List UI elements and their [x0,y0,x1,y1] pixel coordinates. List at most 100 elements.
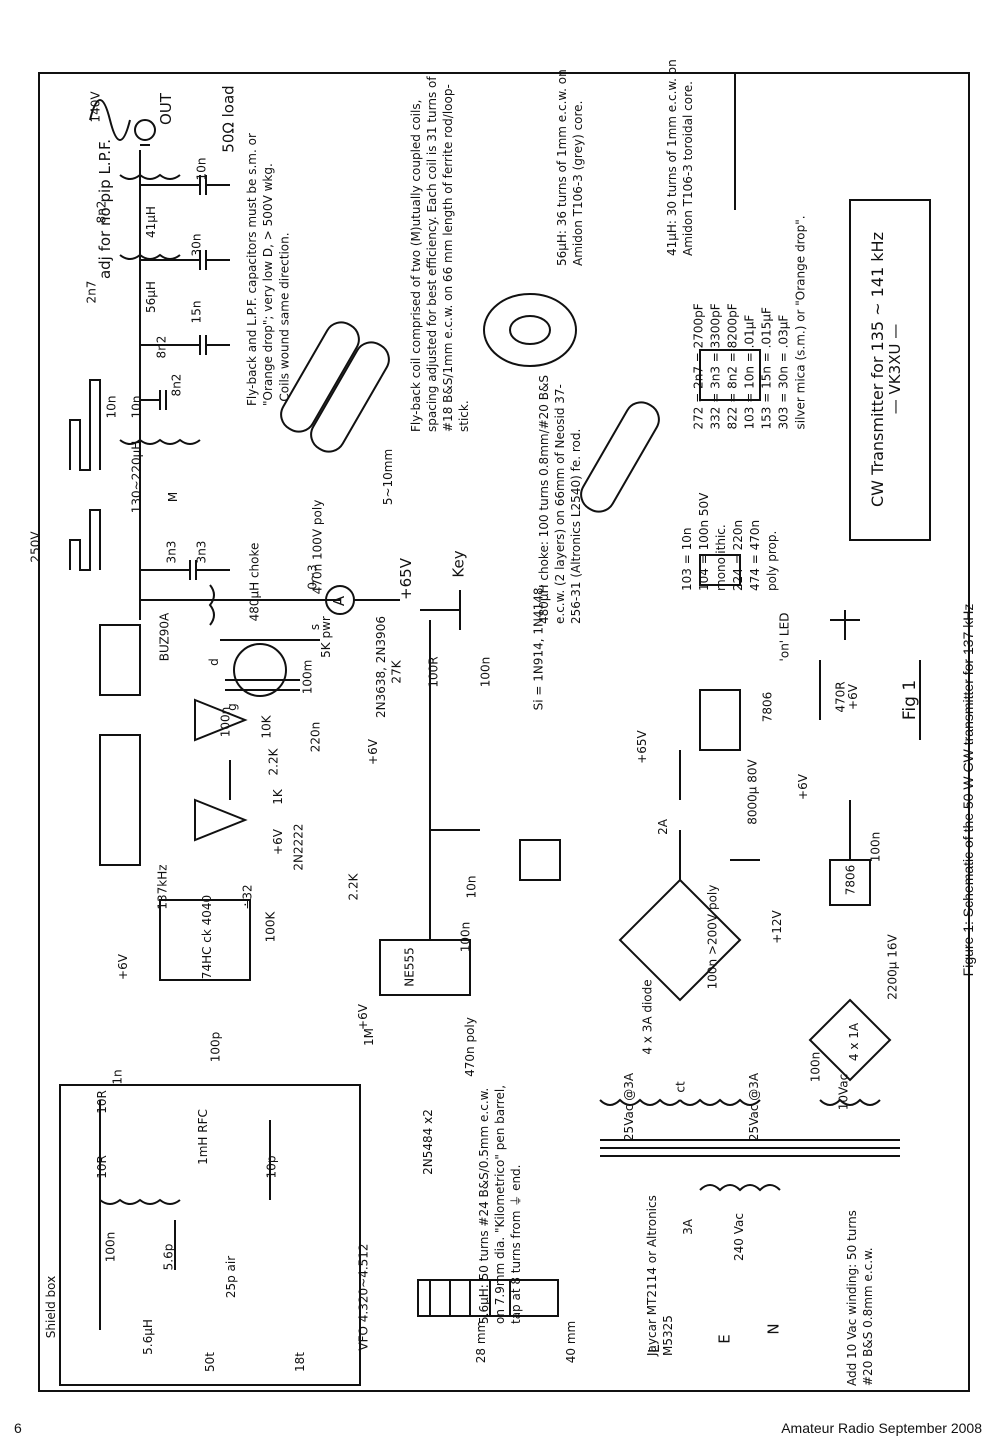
label-25vac-a: 25Vac @3A [622,1072,637,1142]
label-18t: 18t [292,1352,307,1372]
label-8n2-c: 8n2 [169,373,184,397]
label-100n-555: 100n [458,921,473,953]
cap-row: 474 = 470n [748,519,762,591]
magazine-footer: Amateur Radio September 2008 [781,1420,982,1436]
label-100n-poly: 100n >200V poly [705,884,720,990]
label-10n-555: 10n [464,875,479,899]
label-mains-n: N [764,1323,783,1335]
label-220n: 220n [308,721,323,753]
label-10n-b: 10n [129,395,144,419]
label-bridge-3a: 4 x 3A diode [640,979,655,1055]
figure-frame [38,72,970,1392]
label-100k: 100K [263,911,278,943]
cap-row: poly prop. [765,530,779,591]
label-100n-vfo: 100n [103,1231,118,1263]
note-coils-direction: Coils wound same direction. [277,232,292,402]
label-12v: +12V [769,910,784,944]
cap-row: monolithic. [714,524,728,591]
cap-row: 303 = 30n = .03µF [776,314,791,430]
label-l130: 130~220µH [129,440,144,514]
schematic-drawing [59,74,931,1386]
label-28mm: 28 mm [474,1320,489,1364]
cap-row: 103 = 10n [680,527,694,591]
cap-row: 224 = 220n [731,519,745,591]
cap-row: silver mica (s.m.) or "Orange drop". [793,215,808,430]
note-flyback-coil: Fly-back coil comprised of two (M)utuall… [409,76,471,432]
label-10p: 10p [264,1155,279,1179]
label-5k: 5K pwr [318,616,333,658]
label-27k: 27K [389,660,404,684]
label-8000u: 8000µ 80V [745,759,760,825]
note-56uh: 56µH: 36 turns of 1mm e.c.w. on Amidon T… [555,69,585,266]
ammeter-symbol: A [330,595,349,607]
label-2n7: 2n7 [84,280,99,304]
label-137khz: 137kHz [155,864,170,910]
note-10vac-winding: Add 10 Vac winding: 50 turns #20 B&S 0.8… [845,1210,875,1386]
label-buz90a: BUZ90A [157,612,172,662]
label-65v-top: +65V [396,558,415,600]
label-100m: 100m [300,659,315,695]
label-10r-a: 10R [94,1090,109,1114]
label-2k2-b: 2.2K [346,873,361,901]
label-fuse-2a: 2A [655,819,670,835]
label-3n3-b: 3n3 [194,540,209,564]
label-240vac: 240 Vac [731,1213,746,1261]
label-m: M [166,491,181,503]
label-30n: 30n [189,233,204,257]
label-bridge-1a: 4 x 1A [847,1022,862,1062]
label-1m: 1M [362,1028,376,1046]
label-2k2: 2.2K [266,748,281,776]
label-10r-b: 10R [94,1155,109,1179]
cap-row: 822 = 8n2 = 8200pF [725,303,740,430]
label-5-10mm: 5~10mm [381,448,396,506]
label-mains-e: E [715,1334,734,1344]
label-load: 50Ω load [219,85,238,153]
label-100n-gate: 100n [218,706,233,738]
label-6v-e: +6V [845,684,860,710]
label-fuse-3a: 3A [680,1219,695,1235]
label-8n2-a: 8n2 [94,200,109,224]
label-6v-d: +6V [365,739,380,765]
label-2n5484: 2N5484 x2 [420,1109,435,1175]
label-470r: 470R [833,681,848,713]
label-100n-reg: 100n [868,831,883,863]
label-1n: 1n [110,1069,125,1085]
label-led: 'on' LED [777,612,792,662]
title-line-1: CW Transmitter for 135 ~ 141 kHz [867,232,887,507]
label-6v-b: +6V [270,829,285,855]
label-10k: 10K [259,715,274,739]
label-l41: 41µH [143,206,158,238]
cap-table-silver-mica: 272 = 2n7 = 2700pF 332 = 3n3 = 3300pF 82… [691,190,810,430]
fig-label: Fig 1 [900,679,921,721]
label-50t: 50t [202,1352,217,1372]
note-5u6: 5.6µH: 50 turns #24 B&S/0.5mm e.c.w. on … [477,1084,523,1324]
label-ne555: NE555 [402,947,417,987]
label-6v-c: +6V [355,1004,370,1030]
label-6v-a: +6V [115,954,130,980]
label-100p: 100p [208,1031,223,1063]
cap-row: 153 = 15n = .015µF [759,307,774,430]
label-15n: 15n [189,300,204,324]
note-transformer: Jaycar MT2114 or Altronics M5325 [645,1195,675,1356]
label-v250: 250V [28,531,43,563]
label-6v-f: +6V [795,774,810,800]
label-100n-key: 100n [478,656,493,688]
note-diodes: Si = 1N914, 1N4148. [531,583,546,711]
label-8n2-b: 8n2 [154,335,169,359]
label-10n-a: 10n [104,395,119,419]
label-5u6-coil: 5.6µH [140,1319,155,1355]
label-470n-555: 470n poly [462,1017,477,1077]
label-ct: ct [673,1081,688,1093]
label-shield-box: Shield box [44,1275,59,1339]
label-25p: 25p air [224,1255,239,1299]
label-key: Key [449,550,468,578]
cap-row: 332 = 3n3 = 3300pF [708,303,723,430]
label-l56: 56µH [143,281,158,313]
label-7806-part: 7806 [760,691,775,723]
label-div32: ÷32 [240,884,255,910]
label-rfc: 1mH RFC [195,1109,210,1165]
label-1k: 1K [270,789,285,805]
label-ammeter-range: 0~3 [305,564,320,590]
figure-caption: Figure 1: Schematic of the 50 W CW trans… [960,603,976,977]
label-vpk: 140V [88,91,103,123]
